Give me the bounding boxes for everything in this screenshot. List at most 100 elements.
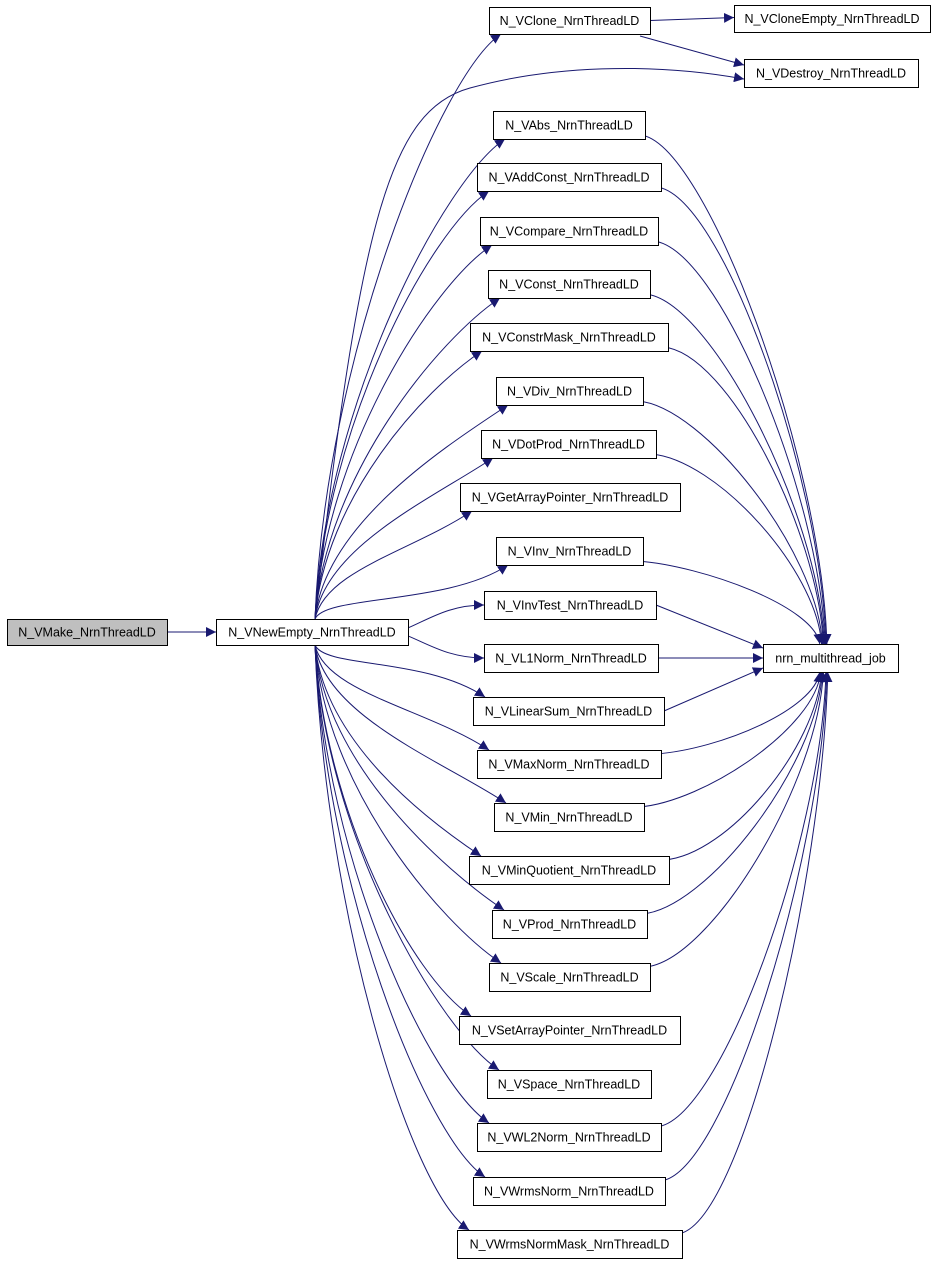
edge-addconst-to-mtjob (655, 186, 831, 645)
node-label: N_VDotProd_NrnThreadLD (492, 438, 645, 452)
node-getarraypointer[interactable]: N_VGetArrayPointer_NrnThreadLD (460, 483, 681, 512)
node-minquotient[interactable]: N_VMinQuotient_NrnThreadLD (469, 856, 670, 885)
edge-newempty-to-addconst (314, 190, 490, 620)
node-dotprod[interactable]: N_VDotProd_NrnThreadLD (481, 430, 657, 459)
node-box (477, 163, 662, 192)
edge-linearsum-to-mtjob (663, 667, 764, 712)
node-label: N_VConst_NrnThreadLD (499, 278, 639, 292)
node-label: N_VClone_NrnThreadLD (500, 14, 640, 28)
node-label: N_VMake_NrnThreadLD (18, 626, 156, 640)
node-space[interactable]: N_VSpace_NrnThreadLD (487, 1070, 652, 1099)
node-inv[interactable]: N_VInv_NrnThreadLD (496, 537, 644, 566)
edge-newempty-to-prod (314, 644, 505, 911)
node-min[interactable]: N_VMin_NrnThreadLD (494, 803, 645, 832)
edge-constrmask-to-mtjob (662, 346, 828, 645)
edge-newempty-to-getarraypointer (314, 510, 473, 620)
node-abs[interactable]: N_VAbs_NrnThreadLD (493, 111, 646, 140)
node-cloneempty[interactable]: N_VCloneEmpty_NrnThreadLD (734, 5, 931, 33)
edge-newempty-to-minquotient (314, 644, 482, 857)
edge-clone-to-cloneempty (649, 12, 735, 23)
node-addconst[interactable]: N_VAddConst_NrnThreadLD (477, 163, 662, 192)
node-label: N_VMin_NrnThreadLD (505, 811, 632, 825)
node-box (744, 59, 919, 88)
edge-newempty-to-maxnorm (314, 644, 490, 751)
edge-newempty-to-scale (314, 644, 502, 964)
node-make[interactable]: N_VMake_NrnThreadLD (7, 619, 168, 646)
node-box (492, 910, 648, 939)
node-const[interactable]: N_VConst_NrnThreadLD (488, 270, 651, 299)
edge-newempty-to-invtest (407, 600, 485, 629)
node-label: N_VAddConst_NrnThreadLD (489, 171, 650, 185)
node-l1norm[interactable]: N_VL1Norm_NrnThreadLD (484, 644, 659, 673)
node-label: N_VCloneEmpty_NrnThreadLD (744, 12, 919, 26)
edge-newempty-to-wl2norm (314, 644, 490, 1124)
edge-newempty-to-wrmsnorm (314, 644, 486, 1178)
node-box (473, 697, 665, 726)
edge-wrmsnormmask-to-mtjob (676, 671, 833, 1235)
node-box (460, 483, 681, 512)
edge-newempty-to-dotprod (314, 457, 494, 620)
node-box (216, 619, 409, 646)
node-box (480, 217, 659, 246)
edge-newempty-to-abs (314, 138, 506, 620)
node-mtjob[interactable]: nrn_multithread_job (763, 644, 899, 673)
node-label: N_VAbs_NrnThreadLD (505, 119, 633, 133)
node-label: N_VWL2Norm_NrnThreadLD (487, 1131, 650, 1145)
node-label: N_VProd_NrnThreadLD (503, 918, 636, 932)
node-destroy[interactable]: N_VDestroy_NrnThreadLD (744, 59, 919, 88)
node-layer: N_VMake_NrnThreadLD N_VNewEmpty_NrnThread… (7, 5, 931, 1259)
node-compare[interactable]: N_VCompare_NrnThreadLD (480, 217, 659, 246)
node-maxnorm[interactable]: N_VMaxNorm_NrnThreadLD (477, 750, 662, 779)
node-box (469, 856, 670, 885)
edge-layer (167, 12, 833, 1235)
edge-invtest-to-mtjob (655, 604, 764, 649)
node-label: N_VGetArrayPointer_NrnThreadLD (472, 491, 669, 505)
node-box (477, 1123, 662, 1152)
node-label: nrn_multithread_job (775, 652, 886, 666)
node-box (459, 1016, 681, 1045)
edge-min-to-mtjob (638, 671, 825, 808)
node-scale[interactable]: N_VScale_NrnThreadLD (489, 963, 651, 992)
edge-wl2norm-to-mtjob (655, 671, 831, 1128)
node-box (484, 644, 659, 673)
edge-maxnorm-to-mtjob (655, 671, 824, 755)
node-linearsum[interactable]: N_VLinearSum_NrnThreadLD (473, 697, 665, 726)
edge-newempty-to-wrmsnormmask (314, 644, 470, 1231)
edge-newempty-to-destroy (314, 67, 745, 620)
node-label: N_VDiv_NrnThreadLD (507, 385, 632, 399)
edge-compare-to-mtjob (652, 240, 830, 645)
node-invtest[interactable]: N_VInvTest_NrnThreadLD (484, 591, 657, 620)
node-wl2norm[interactable]: N_VWL2Norm_NrnThreadLD (477, 1123, 662, 1152)
edge-newempty-to-const (314, 297, 501, 620)
node-div[interactable]: N_VDiv_NrnThreadLD (496, 377, 644, 406)
node-box (496, 537, 644, 566)
edge-newempty-to-l1norm (407, 635, 485, 663)
edge-newempty-to-constrmask (314, 350, 483, 620)
node-box (470, 323, 669, 352)
node-label: N_VSpace_NrnThreadLD (498, 1078, 640, 1092)
edge-newempty-to-clone (314, 33, 502, 620)
edge-const-to-mtjob (644, 293, 829, 645)
node-box (477, 750, 662, 779)
node-newempty[interactable]: N_VNewEmpty_NrnThreadLD (216, 619, 409, 646)
edge-minquotient-to-mtjob (663, 671, 826, 861)
node-setarraypointer[interactable]: N_VSetArrayPointer_NrnThreadLD (459, 1016, 681, 1045)
edge-wrmsnorm-to-mtjob (659, 671, 832, 1182)
node-constrmask[interactable]: N_VConstrMask_NrnThreadLD (470, 323, 669, 352)
node-label: N_VInvTest_NrnThreadLD (497, 599, 644, 613)
node-wrmsnorm[interactable]: N_VWrmsNorm_NrnThreadLD (473, 1177, 666, 1206)
node-clone[interactable]: N_VClone_NrnThreadLD (489, 7, 651, 35)
node-box (473, 1177, 666, 1206)
node-box (496, 377, 644, 406)
node-box (493, 111, 646, 140)
node-wrmsnormmask[interactable]: N_VWrmsNormMask_NrnThreadLD (457, 1230, 683, 1259)
node-label: N_VScale_NrnThreadLD (500, 971, 638, 985)
node-prod[interactable]: N_VProd_NrnThreadLD (492, 910, 648, 939)
node-box (763, 644, 899, 673)
node-label: N_VConstrMask_NrnThreadLD (482, 331, 656, 345)
node-box (481, 430, 657, 459)
node-label: N_VLinearSum_NrnThreadLD (485, 705, 652, 719)
edge-dotprod-to-mtjob (650, 453, 826, 645)
node-label: N_VCompare_NrnThreadLD (490, 225, 648, 239)
node-box (484, 591, 657, 620)
